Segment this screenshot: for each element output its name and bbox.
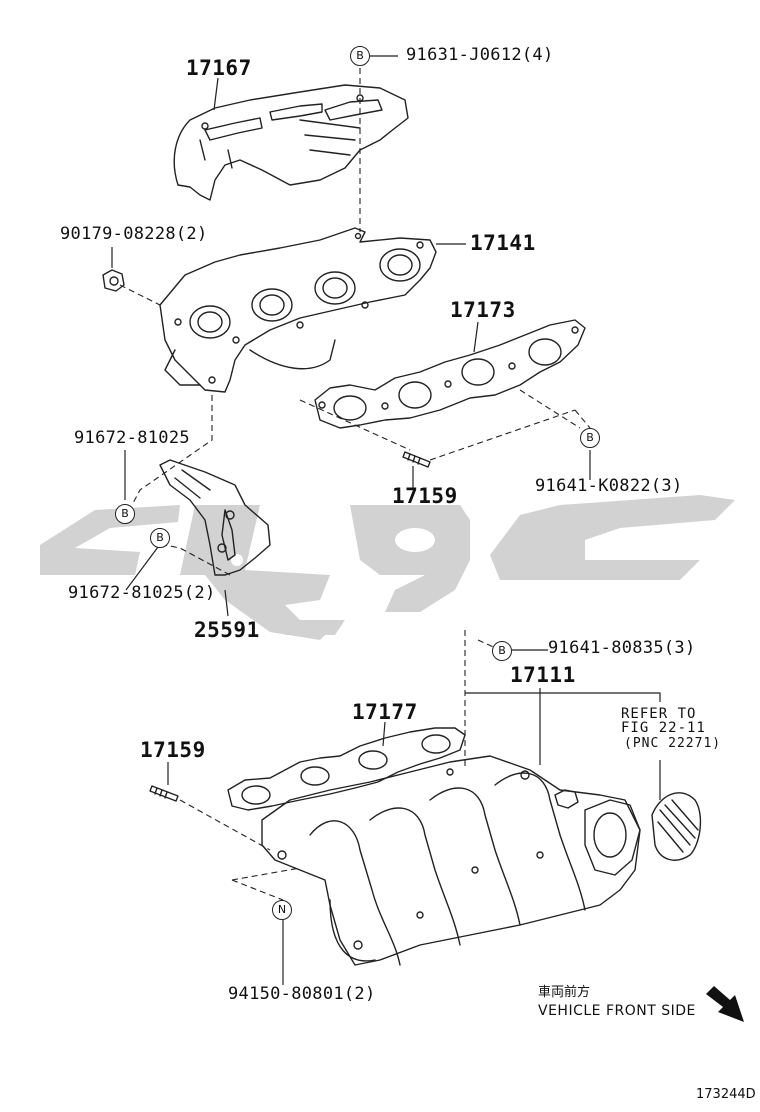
manifold-stay-shape: [159, 459, 271, 576]
label-91631: 91631-J0612(4): [406, 45, 554, 65]
reference-line-3: (PNC 22271): [624, 736, 722, 751]
exhaust-manifold-shape: [159, 227, 437, 393]
badge-b-91672-a: B: [115, 504, 135, 524]
badge-b-91641-k: B: [580, 428, 600, 448]
label-17159-lower: 17159: [140, 738, 206, 762]
label-90179: 90179-08228(2): [60, 224, 208, 244]
label-94150: 94150-80801(2): [228, 984, 376, 1004]
dashed-alignment-lines: [119, 68, 591, 901]
throttle-gasket-shape: [651, 792, 702, 861]
heat-insulator-shape: [173, 84, 409, 201]
stud-lower-shape: [149, 785, 179, 802]
leader-lines: [111, 55, 661, 985]
stud-upper-shape: [402, 451, 431, 468]
intake-gasket-shape: [227, 727, 466, 811]
badge-n-94150: N: [272, 900, 292, 920]
label-91672-a: 91672-81025: [74, 428, 190, 448]
label-17177: 17177: [352, 700, 418, 724]
reference-line-2: FIG 22-11: [621, 720, 706, 736]
nut-shape: [102, 269, 125, 292]
vehicle-front-japanese: 車両前方: [538, 985, 591, 1000]
vehicle-front-english: VEHICLE FRONT SIDE: [538, 1003, 696, 1019]
intake-manifold-shape: [261, 755, 641, 966]
label-25591: 25591: [194, 618, 260, 642]
label-17141: 17141: [470, 231, 536, 255]
badge-b-91631: B: [350, 46, 370, 66]
label-91672-b: 91672-81025(2): [68, 583, 216, 603]
figure-code: 173244D: [696, 1087, 756, 1102]
badge-b-91672-b: B: [150, 528, 170, 548]
label-91641-k: 91641-K0822(3): [535, 476, 683, 496]
exhaust-gasket-shape: [314, 319, 586, 429]
badge-b-91641-b: B: [492, 641, 512, 661]
label-17167: 17167: [186, 56, 252, 80]
watermark-logo: [40, 495, 735, 640]
label-17111: 17111: [510, 663, 576, 687]
direction-arrow: [706, 986, 744, 1022]
label-91641-b: 91641-80835(3): [548, 638, 696, 658]
label-17173: 17173: [450, 298, 516, 322]
reference-line-1: REFER TO: [621, 706, 697, 722]
label-17159-upper: 17159: [392, 484, 458, 508]
